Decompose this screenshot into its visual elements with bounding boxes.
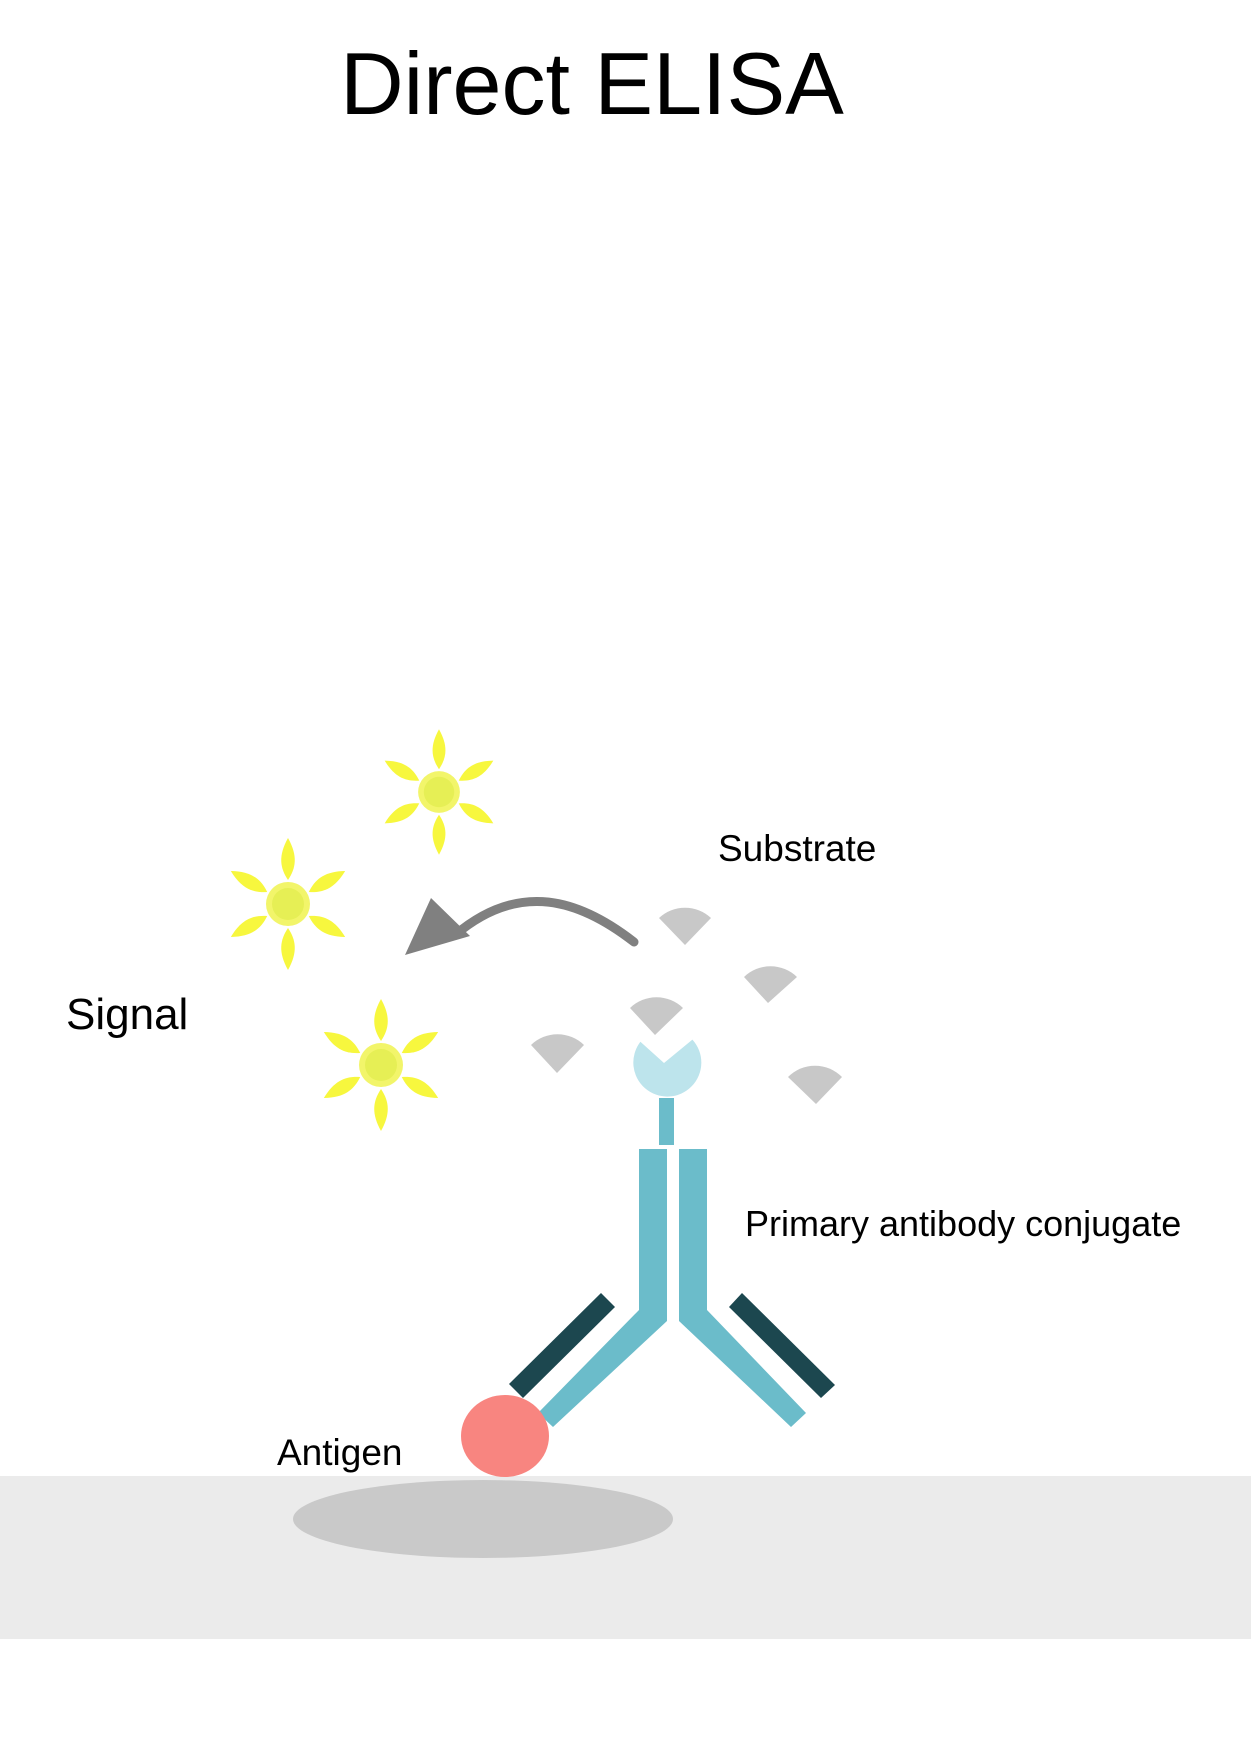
signal-label: Signal <box>66 993 188 1037</box>
wedge-icon <box>531 1034 584 1073</box>
enzyme-icon <box>633 1040 701 1097</box>
sun-burst-icon <box>381 729 496 854</box>
wedge-icon <box>659 908 711 945</box>
wedge-icon <box>744 966 797 1003</box>
curved-arrow-icon <box>405 898 634 955</box>
wedge-icon <box>630 997 683 1035</box>
enzyme-linker <box>659 1098 674 1145</box>
well-shadow <box>293 1480 673 1558</box>
primary-antibody-label: Primary antibody conjugate <box>745 1206 1181 1242</box>
antigen-blob <box>461 1395 549 1477</box>
heavy-chain-right <box>679 1149 806 1427</box>
page-title: Direct ELISA <box>0 40 1184 128</box>
sun-burst-icon <box>227 838 348 970</box>
wedge-icon <box>788 1066 842 1104</box>
sun-burst-icon <box>320 999 441 1131</box>
substrate-label: Substrate <box>718 830 876 867</box>
antigen-label: Antigen <box>277 1434 403 1471</box>
heavy-chain-left <box>538 1149 667 1427</box>
